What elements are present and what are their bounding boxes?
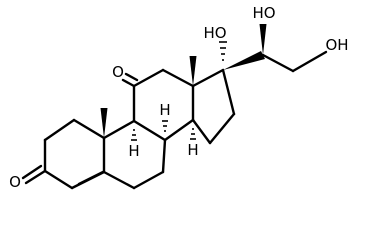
bond-c9-c8: [132, 119, 167, 142]
bond-c1-c2: [43, 118, 76, 142]
ketone-oxygen-c3-label: O: [9, 173, 21, 191]
bond-c11-o: [121, 78, 136, 88]
ring-a-bonds: [21, 118, 106, 190]
bond-c11-o-double: [124, 72, 139, 82]
bond-c17-c20-wedge: [223, 51, 265, 70]
bond-c7-c6: [132, 170, 165, 190]
hashed-bonds: [131, 41, 227, 141]
bond-c17-c16: [221, 68, 236, 116]
bond-c10-c9: [102, 119, 136, 140]
ring-d-bonds: [191, 68, 236, 145]
hydrogen-14-label: H: [187, 141, 198, 159]
hydroxy-21-label: OH: [325, 36, 348, 54]
methyl-c19-wedge: [100, 108, 108, 138]
bond-c13-c17: [191, 68, 225, 88]
bond-c12-c13: [161, 68, 195, 88]
h14-hashed-bond: [190, 128, 196, 140]
hydroxy-20-label: HO: [252, 4, 275, 22]
bond-c10-c1: [72, 118, 106, 140]
chemical-structure-drawing: O O HO HO OH H H H: [9, 4, 348, 191]
bond-c8-c7: [161, 138, 167, 174]
bond-c15-c14: [191, 118, 212, 145]
bond-c3-o-double: [21, 164, 43, 180]
ring-c-bonds: [121, 68, 195, 142]
bond-c3-c4: [43, 169, 74, 190]
atom-labels: O O HO HO OH H H H: [9, 4, 348, 191]
c17-oh-hashed-bond: [219, 41, 227, 61]
ketone-oxygen-c11-label: O: [112, 63, 124, 81]
hydrogen-9-label: H: [128, 142, 139, 160]
hydroxy-17-label: HO: [203, 24, 226, 42]
bond-c3-o: [24, 169, 47, 185]
h8-hashed-bond: [162, 120, 168, 132]
bond-c21-o: [291, 50, 328, 73]
hydrogen-8-label: H: [159, 101, 170, 119]
bond-c16-c15: [208, 112, 236, 145]
bond-c11-c12: [132, 68, 165, 88]
bond-c20-oh-wedge: [259, 24, 267, 55]
methyl-c18-wedge: [189, 56, 197, 86]
bond-c20-c21: [261, 53, 295, 73]
bond-c4-c5-double: [77, 170, 105, 186]
side-chain-bonds: [261, 50, 328, 73]
ring-b-bonds: [102, 119, 167, 190]
wedge-bonds: [100, 24, 267, 138]
h9-hashed-bond: [131, 129, 137, 141]
bond-c6-c5: [102, 170, 136, 190]
bond-c14-c8: [163, 118, 195, 142]
